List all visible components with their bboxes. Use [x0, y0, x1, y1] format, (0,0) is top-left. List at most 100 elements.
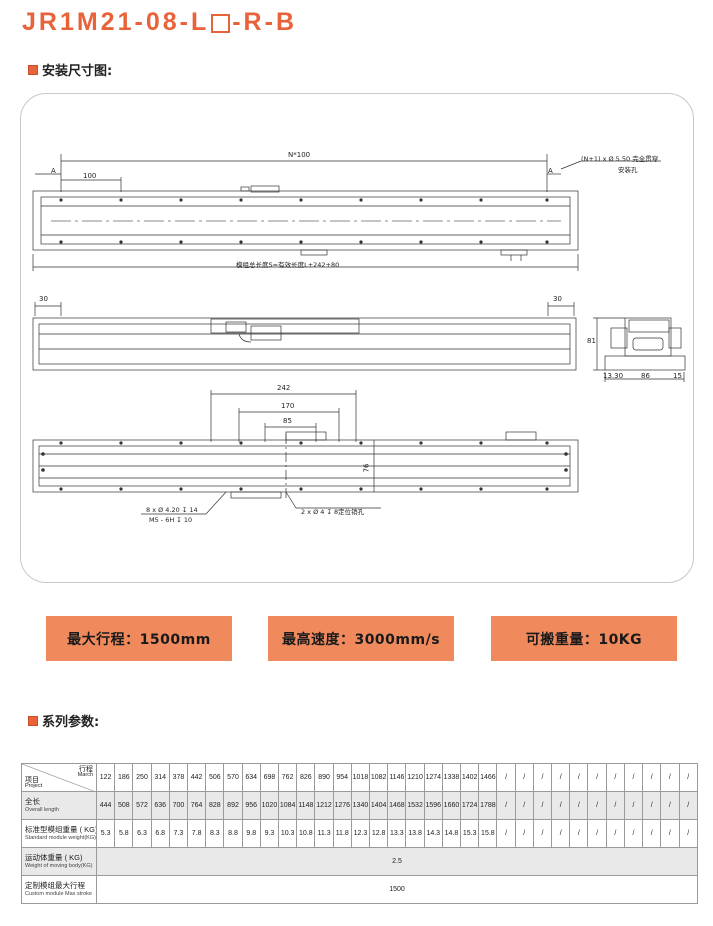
table-cell: / — [678, 819, 698, 848]
table-cell: 13.3 — [387, 819, 407, 848]
table-cell: 8.3 — [205, 819, 225, 848]
table-cell: 1724 — [460, 791, 480, 820]
table-cell: / — [678, 791, 698, 820]
table-cell: / — [623, 763, 644, 792]
table-cell: 7.8 — [187, 819, 207, 848]
table-cell: 378 — [168, 763, 189, 792]
model-title: JR1M21-08-L-R-B — [22, 8, 297, 37]
table-cell: 1276 — [332, 791, 352, 820]
row-label-custom-en: Custom module Max stroke — [25, 890, 92, 897]
dim-242: 242 — [277, 384, 291, 392]
table-cell: / — [551, 819, 571, 848]
table-cell: 1210 — [405, 763, 425, 792]
table-cell: 1532 — [405, 791, 425, 820]
table-cell: 508 — [114, 791, 134, 820]
table-cell: / — [660, 763, 680, 792]
table-cell: / — [623, 791, 644, 820]
table-cell: 636 — [150, 791, 170, 820]
table-cell: / — [514, 819, 534, 848]
note-2x: 2 x Ø 4 ↧ 8定位销孔 — [301, 508, 365, 516]
section-params-label: 系列参数: — [42, 715, 100, 730]
table-cell: 11.8 — [332, 819, 352, 848]
table-cell: 8.8 — [223, 819, 243, 848]
table-cell: 956 — [241, 791, 261, 820]
table-cell: 10.3 — [278, 819, 298, 848]
table-cell: 1466 — [478, 763, 498, 792]
dim-76: 76 — [362, 463, 371, 473]
table-cell: 1146 — [387, 763, 407, 792]
dim-170: 170 — [281, 402, 295, 410]
spec-max-stroke: 最大行程：1500mm — [46, 616, 232, 661]
table-cell: 250 — [132, 763, 152, 792]
table-cell: 15.3 — [460, 819, 480, 848]
spec-max-speed: 最高速度：3000mm/s — [268, 616, 454, 661]
table-row-standard-weight: 标准型模组重量 ( KG)Standard module weight(KG) … — [21, 819, 698, 848]
table-cell: 634 — [241, 763, 261, 792]
dim-86: 86 — [641, 372, 650, 380]
table-cell: / — [496, 763, 516, 792]
header-stroke-cn: 行程 — [79, 766, 93, 773]
drawing-svg — [32, 154, 686, 515]
table-cell: / — [642, 791, 662, 820]
table-cell: 1084 — [278, 791, 298, 820]
row-label-weight: 标准型模组重量 ( KG)Standard module weight(KG) — [21, 819, 97, 848]
row-label-moving-en: Weight of moving body(KG) — [25, 862, 93, 869]
table-cell: / — [551, 791, 571, 820]
table-cell: 6.3 — [132, 819, 152, 848]
table-cell: 1274 — [423, 763, 443, 792]
table-cell: 1338 — [441, 763, 462, 792]
table-row-moving-weight: 运动体重量 ( KG)Weight of moving body(KG) 2.5 — [21, 847, 698, 876]
table-cell: 826 — [296, 763, 316, 792]
table-cell: 15.8 — [478, 819, 498, 848]
table-cell: / — [569, 819, 589, 848]
model-option-box — [211, 14, 231, 33]
table-cell: 12.8 — [369, 819, 389, 848]
row-label-custom-cn: 定制模组最大行程 — [25, 881, 85, 891]
dim-a-left: A — [51, 167, 56, 175]
dim-81: 81 — [587, 337, 596, 345]
table-cell: / — [496, 791, 516, 820]
table-cell: / — [605, 791, 625, 820]
table-cell: 572 — [132, 791, 152, 820]
table-cell: 1018 — [350, 763, 371, 792]
table-cell: / — [496, 819, 516, 848]
table-cell: 1148 — [296, 791, 316, 820]
table-cell: / — [569, 791, 589, 820]
table-cell: / — [678, 763, 698, 792]
row-label-overall-cn: 全长 — [25, 797, 40, 807]
table-cell: 698 — [259, 763, 280, 792]
header-project-en: Project — [25, 782, 43, 789]
table-cell: 570 — [223, 763, 243, 792]
table-cell: 6.8 — [150, 819, 170, 848]
table-cell: / — [605, 819, 625, 848]
table-cell: / — [569, 763, 589, 792]
hole-note-2: 安装孔 — [618, 166, 638, 174]
table-cell: 1788 — [478, 791, 498, 820]
section-params-heading: 系列参数: — [28, 711, 99, 730]
table-cell: 10.8 — [296, 819, 316, 848]
model-title-part2: -R-B — [232, 8, 297, 36]
note-m5: M5 - 6H ↧ 10 — [149, 516, 193, 524]
table-cell: / — [532, 819, 553, 848]
table-cell: 1468 — [387, 791, 407, 820]
table-cell: / — [514, 791, 534, 820]
moving-weight-value: 2.5 — [96, 847, 698, 876]
table-cell: 13.8 — [405, 819, 425, 848]
table-cell: / — [587, 791, 607, 820]
dim-85: 85 — [283, 417, 292, 425]
table-cell: 14.3 — [423, 819, 443, 848]
table-cell: 1660 — [441, 791, 462, 820]
table-cell: / — [532, 791, 553, 820]
table-cell: 1596 — [423, 791, 443, 820]
table-cell: 762 — [278, 763, 298, 792]
row-label-weight-en: Standard module weight(KG) — [25, 834, 96, 841]
dim-n100: N*100 — [288, 151, 311, 159]
header-stroke-en: March — [77, 772, 93, 778]
table-cell: 7.3 — [168, 819, 189, 848]
table-cell: 5.3 — [95, 819, 116, 848]
table-cell: / — [660, 819, 680, 848]
